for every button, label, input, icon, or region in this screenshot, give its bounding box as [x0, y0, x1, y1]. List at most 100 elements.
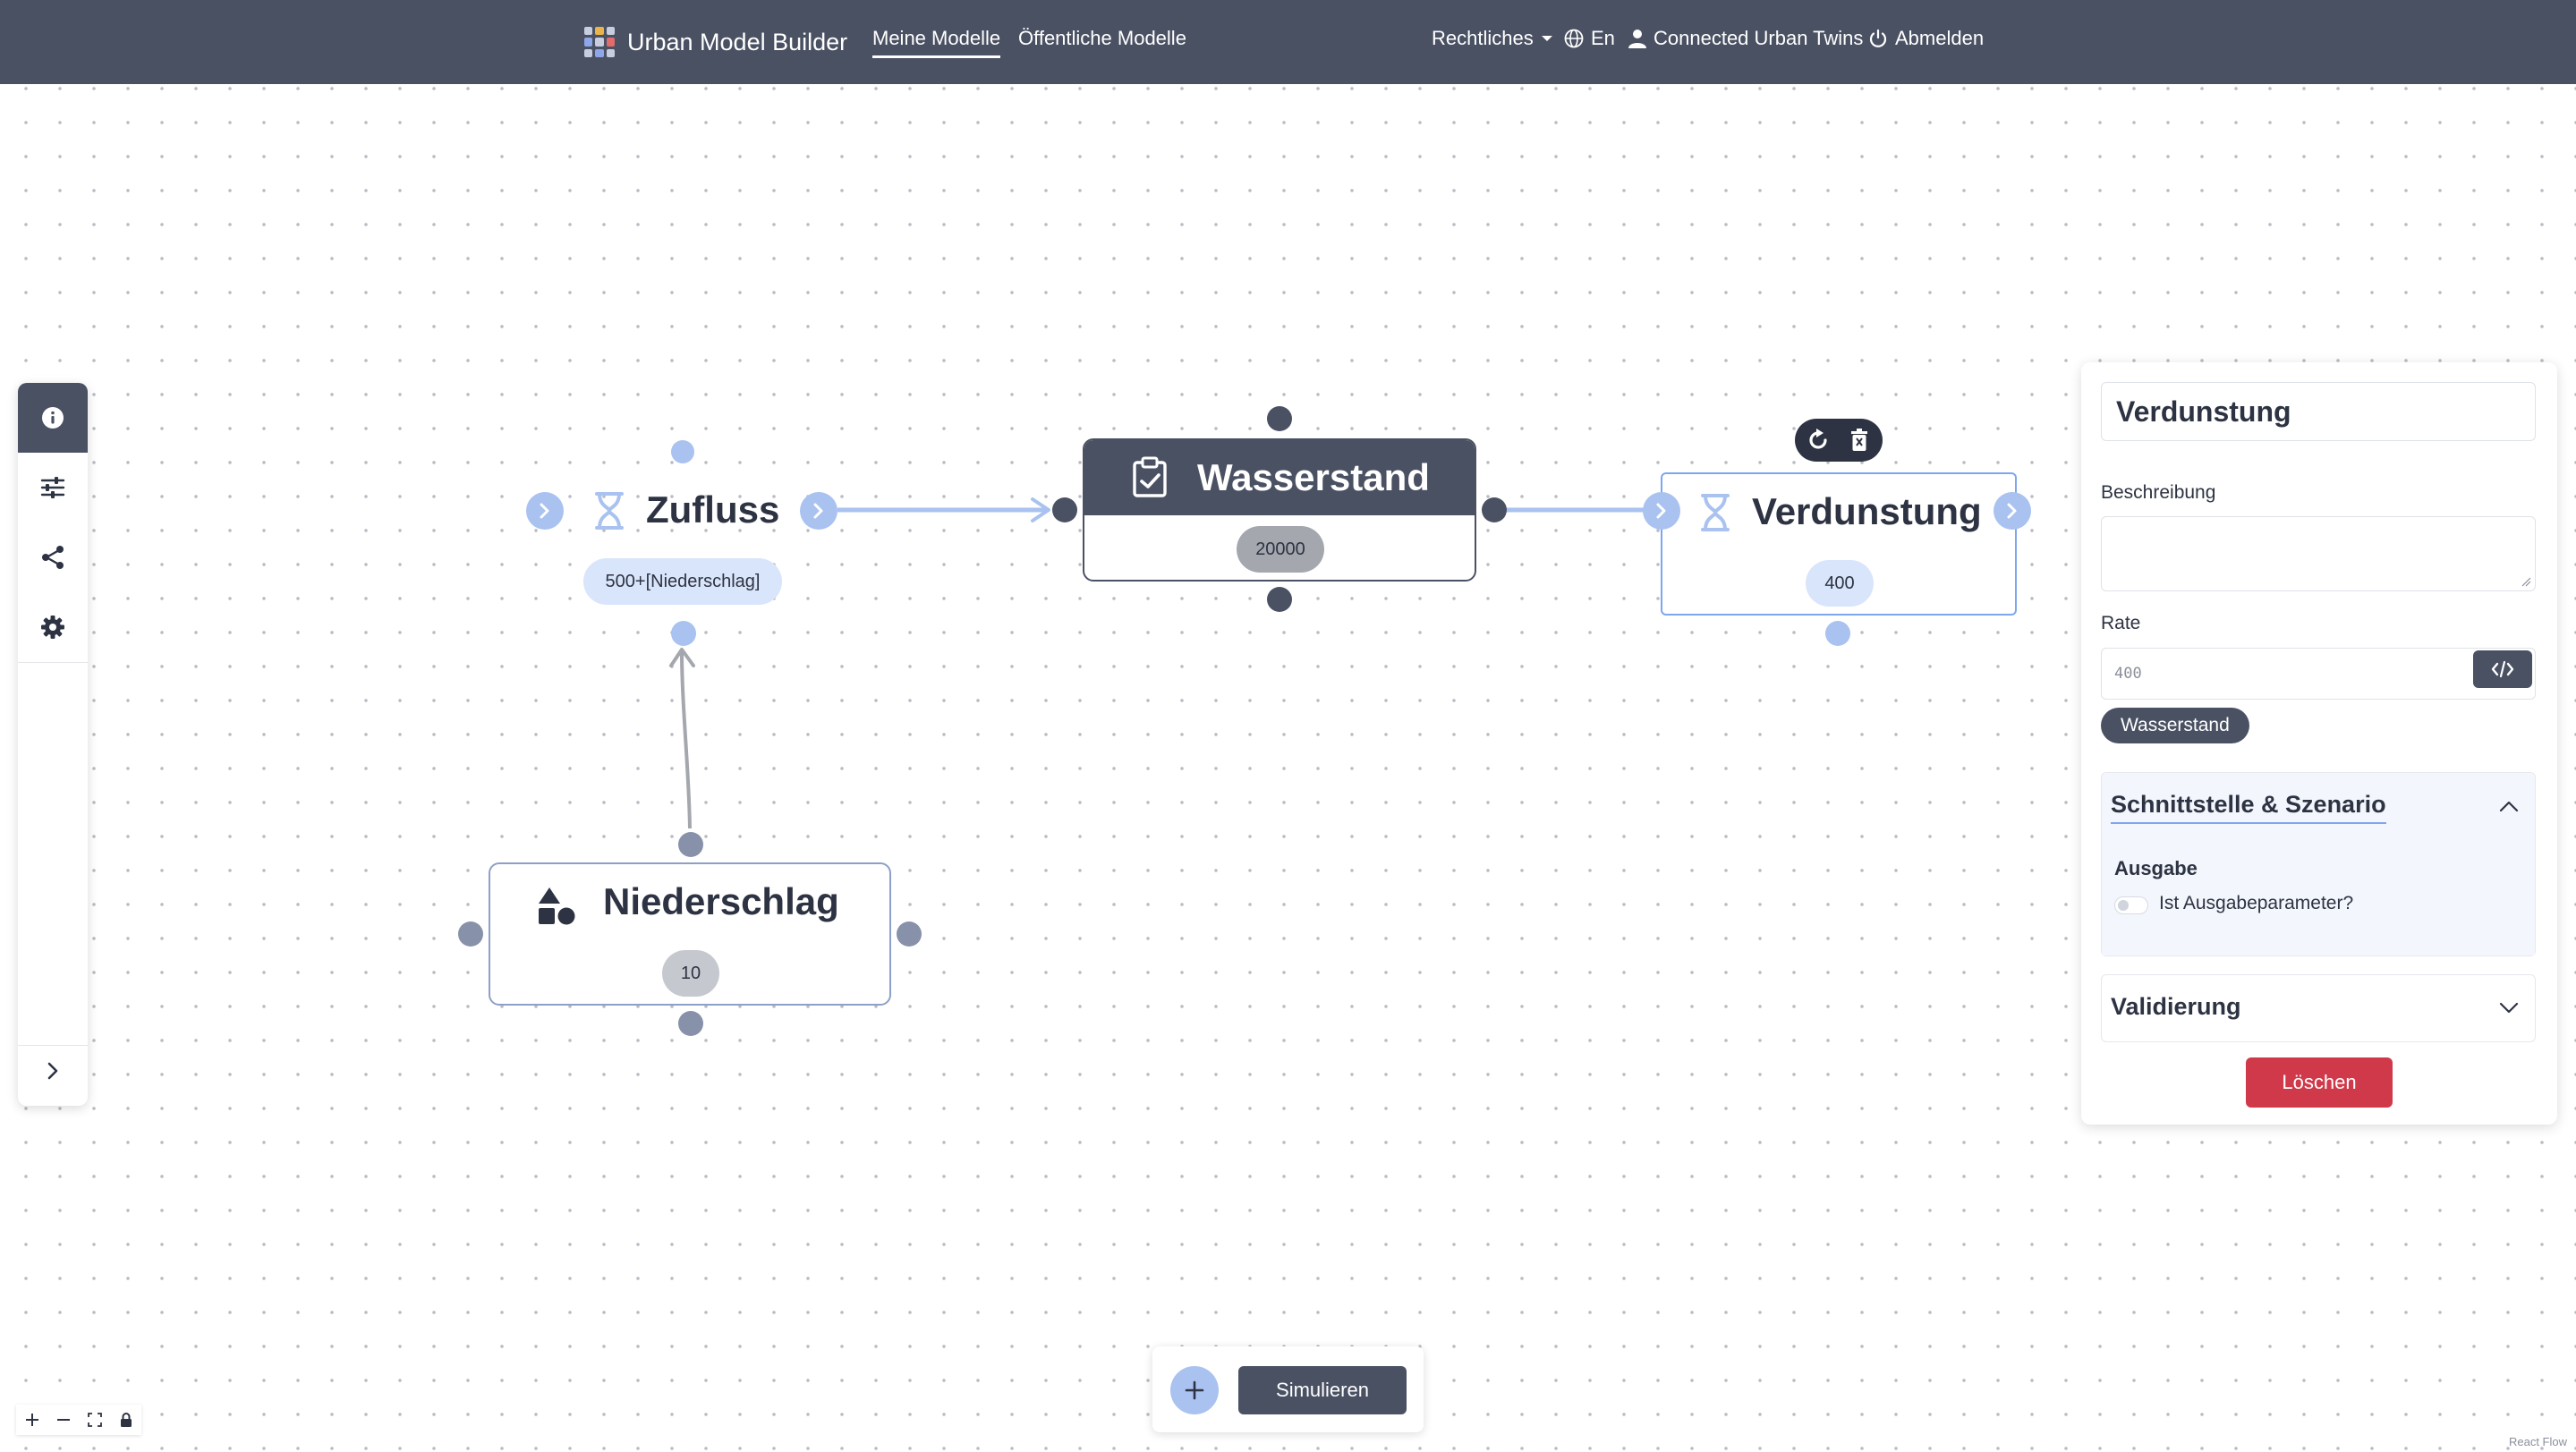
description-label: Beschreibung — [2101, 482, 2216, 503]
wasserstand-handle-right[interactable] — [1482, 497, 1507, 522]
expand-sidebar-button[interactable] — [18, 1036, 88, 1106]
node-name-input[interactable]: Verdunstung — [2101, 382, 2536, 441]
chevron-right-icon — [1656, 503, 1666, 519]
delete-node-button[interactable] — [1845, 426, 1874, 454]
info-button[interactable] — [18, 383, 88, 453]
nav-my-models[interactable]: Meine Modelle — [872, 27, 1001, 58]
resize-handle-icon — [2521, 577, 2531, 587]
interface-accordion: Schnittstelle & Szenario Ausgabe Ist Aus… — [2101, 772, 2536, 956]
node-value: 20000 — [1237, 526, 1324, 573]
nav-language[interactable]: En — [1564, 27, 1615, 50]
node-value: 400 — [1806, 560, 1874, 607]
niederschlag-handle-top[interactable] — [678, 832, 703, 857]
reset-node-button[interactable] — [1804, 426, 1832, 454]
node-zufluss[interactable]: Zufluss 500+[Niederschlag] — [526, 438, 848, 653]
gear-icon — [41, 616, 64, 639]
output-parameter-toggle[interactable] — [2114, 896, 2148, 914]
validation-accordion[interactable]: Validierung — [2101, 974, 2536, 1042]
plus-icon — [25, 1414, 38, 1426]
caret-down-icon — [1541, 36, 1552, 41]
zoom-out-button[interactable] — [47, 1405, 79, 1435]
chevron-right-icon — [2007, 503, 2017, 519]
interface-accordion-title: Schnittstelle & Szenario — [2111, 791, 2386, 824]
zoom-controls — [16, 1405, 141, 1435]
settings-button[interactable] — [18, 592, 88, 662]
chevron-right-icon — [47, 1062, 58, 1080]
shapes-icon — [539, 887, 575, 925]
code-icon — [2491, 660, 2514, 678]
user-icon — [1628, 30, 1646, 48]
zoom-in-button[interactable] — [16, 1405, 47, 1435]
brand-logo-icon — [584, 27, 615, 57]
app-title: Urban Model Builder — [627, 28, 848, 55]
rate-label: Rate — [2101, 613, 2141, 633]
lock-button[interactable] — [110, 1405, 141, 1435]
hourglass-icon — [595, 492, 624, 530]
niederschlag-handle-left[interactable] — [458, 921, 483, 947]
flow-inlet-handle[interactable] — [526, 492, 564, 530]
plus-icon — [1185, 1380, 1204, 1400]
react-flow-attribution[interactable]: React Flow — [2508, 1435, 2567, 1448]
top-navbar: Urban Model Builder Meine Modelle Öffent… — [0, 0, 2576, 84]
rotate-icon — [1809, 429, 1827, 449]
fit-view-button[interactable] — [79, 1405, 110, 1435]
toolbar-divider — [18, 1045, 88, 1046]
lock-icon — [120, 1413, 132, 1427]
left-toolbar — [18, 383, 88, 1106]
rate-input[interactable]: 400 — [2101, 648, 2536, 700]
nav-logout-label: Abmelden — [1895, 27, 1985, 49]
wasserstand-handle-top[interactable] — [1267, 406, 1292, 431]
nav-language-label: En — [1591, 27, 1615, 49]
minus-icon — [56, 1419, 70, 1421]
nav-logout[interactable]: Abmelden — [1868, 27, 1984, 50]
bottom-toolbar: Simulieren — [1152, 1346, 1424, 1432]
node-niederschlag[interactable]: Niederschlag 10 — [489, 862, 891, 1006]
properties-panel: Verdunstung Beschreibung Rate 400 Wasser… — [2081, 362, 2557, 1125]
interface-accordion-header[interactable]: Schnittstelle & Szenario — [2102, 773, 2535, 841]
nav-legal-label: Rechtliches — [1432, 27, 1534, 49]
flow-inlet-handle[interactable] — [1643, 492, 1680, 530]
code-editor-button[interactable] — [2473, 650, 2532, 688]
nav-legal-dropdown[interactable]: Rechtliches — [1432, 27, 1553, 50]
wasserstand-handle-bottom[interactable] — [1267, 587, 1292, 612]
hourglass-icon — [1701, 494, 1730, 531]
node-wasserstand[interactable]: Wasserstand 20000 — [1083, 438, 1476, 582]
chevron-up-icon — [2499, 801, 2519, 812]
nav-connected-twins[interactable]: Connected Urban Twins — [1628, 27, 1863, 50]
toolbar-divider — [18, 662, 88, 663]
verdunstung-handle-bottom[interactable] — [1825, 621, 1850, 646]
node-action-toolbar — [1795, 419, 1883, 462]
nav-connected-twins-label: Connected Urban Twins — [1654, 27, 1864, 49]
clipboard-check-icon — [1133, 456, 1167, 497]
flow-outlet-handle[interactable] — [1994, 492, 2031, 530]
node-title: Zufluss — [646, 488, 780, 531]
node-value: 500+[Niederschlag] — [583, 558, 782, 605]
nav-public-models[interactable]: Öffentliche Modelle — [1018, 27, 1186, 49]
node-title: Wasserstand — [1197, 456, 1430, 498]
chevron-right-icon — [540, 503, 549, 519]
simulate-button[interactable]: Simulieren — [1238, 1366, 1407, 1414]
node-verdunstung[interactable]: Verdunstung 400 — [1661, 472, 2017, 616]
validation-accordion-title: Validierung — [2111, 993, 2241, 1020]
parameters-button[interactable] — [18, 453, 88, 522]
variable-chip[interactable]: Wasserstand — [2101, 708, 2249, 743]
niederschlag-handle-right[interactable] — [897, 921, 922, 947]
node-title: Verdunstung — [1752, 490, 1982, 532]
edge-zufluss-wasserstand[interactable] — [837, 497, 1050, 522]
node-handle-top[interactable] — [671, 440, 694, 463]
delete-button[interactable]: Löschen — [2246, 1057, 2393, 1108]
rate-value: 400 — [2114, 665, 2142, 683]
globe-icon — [1564, 29, 1584, 48]
stock-header — [1084, 440, 1475, 515]
description-textarea[interactable] — [2101, 516, 2536, 591]
share-icon — [42, 546, 64, 569]
brand[interactable]: Urban Model Builder — [584, 25, 847, 59]
wasserstand-handle-left[interactable] — [1052, 497, 1077, 522]
niederschlag-handle-bottom[interactable] — [678, 1011, 703, 1036]
share-button[interactable] — [18, 522, 88, 592]
edge-niederschlag-zufluss[interactable] — [669, 648, 695, 829]
node-handle-bottom[interactable] — [671, 621, 696, 646]
interface-accordion-body: Ausgabe Ist Ausgabeparameter? — [2102, 841, 2535, 955]
flow-outlet-handle[interactable] — [800, 492, 837, 530]
add-node-button[interactable] — [1170, 1366, 1219, 1414]
